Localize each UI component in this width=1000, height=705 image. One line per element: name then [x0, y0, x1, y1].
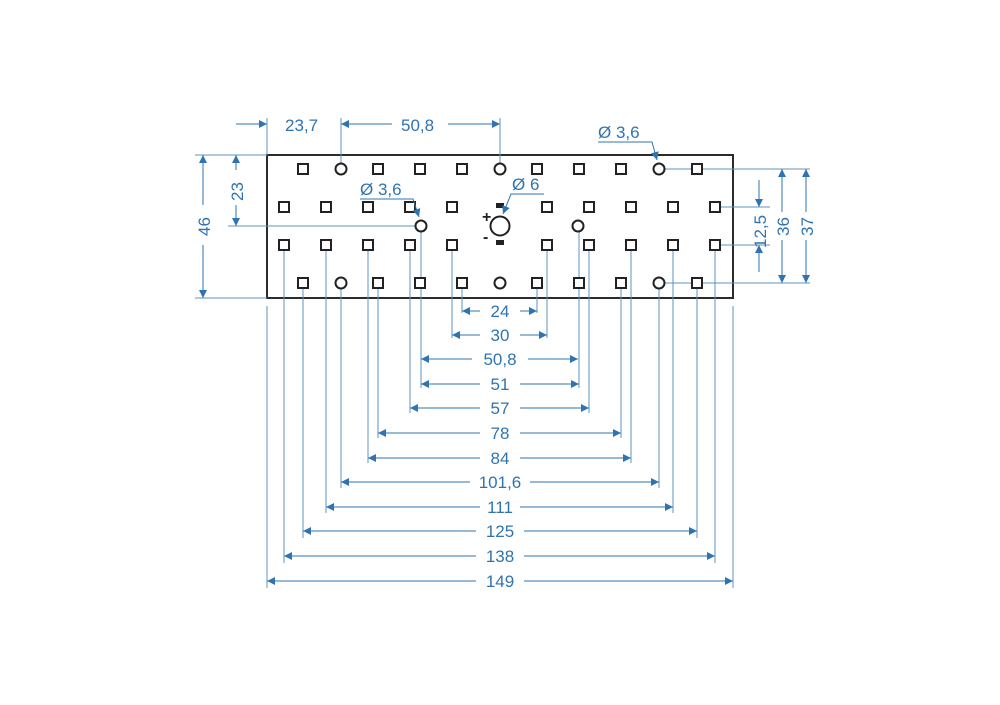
dim-height: 46: [195, 217, 214, 236]
dim-row-pitch: 12,5: [751, 215, 770, 248]
svg-text:51: 51: [491, 375, 510, 394]
svg-text:101,6: 101,6: [479, 473, 522, 492]
dim-hole-pitch: 50,8: [401, 116, 434, 135]
svg-text:24: 24: [491, 302, 510, 321]
plus-sign: +: [482, 209, 491, 226]
svg-text:125: 125: [486, 522, 514, 541]
svg-text:78: 78: [491, 424, 510, 443]
svg-text:57: 57: [491, 399, 510, 418]
svg-text:84: 84: [491, 449, 510, 468]
extension-lines: [195, 118, 810, 588]
dim-outer-holes: 37: [798, 217, 817, 236]
svg-text:111: 111: [487, 498, 513, 517]
center-hole: [489, 215, 511, 237]
svg-text:138: 138: [486, 547, 514, 566]
svg-text:149: 149: [486, 572, 514, 591]
svg-text:30: 30: [491, 326, 510, 345]
round-holes: [334, 162, 666, 290]
square-pads: [278, 163, 721, 289]
dim-hole-dia-top: Ø 3,6: [598, 123, 640, 142]
dim-mid-hole-dia: Ø 3,6: [360, 180, 402, 199]
bottom-dimensions: 24 30 50,8 51 57 78 84 101,6 111 125 138…: [267, 302, 733, 591]
minus-sign: -: [483, 229, 488, 246]
dim-center-hole-dia: Ø 6: [512, 175, 539, 194]
dim-left-offset: 23,7: [285, 116, 318, 135]
svg-text:50,8: 50,8: [483, 350, 516, 369]
dim-half-height: 23: [228, 182, 247, 201]
dim-outer-sq: 36: [774, 217, 793, 236]
